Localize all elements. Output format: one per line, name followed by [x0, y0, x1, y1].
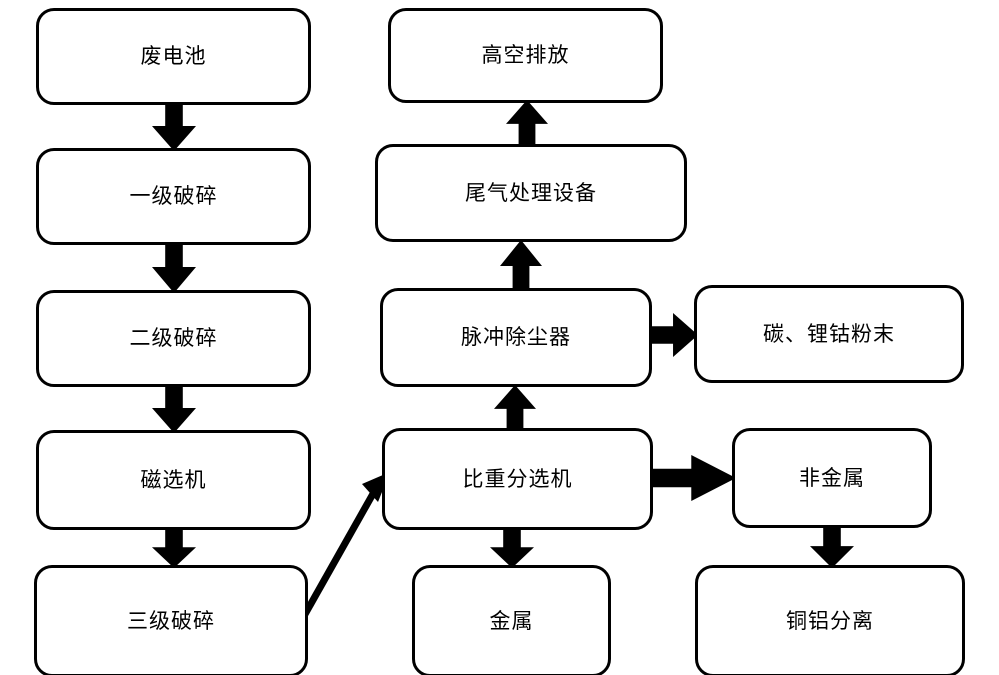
node-label-high-altitude-discharge: 高空排放 [481, 43, 570, 67]
node-label-carbon-licobalt-powder: 碳、锂钴粉末 [763, 321, 895, 346]
node-waste-battery[interactable]: 废电池 [36, 8, 311, 105]
node-label-exhaust-treatment: 尾气处理设备 [465, 180, 597, 205]
node-label-waste-battery: 废电池 [140, 44, 207, 68]
node-high-altitude-discharge[interactable]: 高空排放 [388, 8, 663, 103]
node-label-pulse-dust-collector: 脉冲除尘器 [461, 325, 571, 349]
arrow-gravity-separator-to-pulse-collector-icon [494, 385, 536, 431]
node-primary-crushing[interactable]: 一级破碎 [36, 148, 311, 245]
arrow-gravity-separator-to-non-metal-icon [650, 455, 736, 501]
arrow-non-metal-to-copper-aluminum-icon [810, 526, 854, 568]
node-pulse-dust-collector[interactable]: 脉冲除尘器 [380, 288, 652, 387]
arrow-primary-to-secondary-crushing-icon [152, 243, 196, 293]
node-label-gravity-separator: 比重分选机 [462, 466, 573, 491]
arrow-pulse-collector-to-exhaust-treatment-icon [500, 240, 542, 290]
arrow-exhaust-treatment-to-discharge-icon [506, 100, 548, 146]
arrow-gravity-separator-to-metal-icon [490, 528, 534, 568]
node-label-non-metal: 非金属 [799, 465, 865, 490]
node-label-copper-aluminum-separation: 铜铝分离 [786, 608, 874, 633]
arrow-waste-battery-to-primary-crushing-icon [152, 103, 196, 151]
node-carbon-licobalt-powder[interactable]: 碳、锂钴粉末 [694, 285, 964, 383]
node-tertiary-crushing[interactable]: 三级破碎 [34, 565, 308, 675]
node-label-metal: 金属 [489, 608, 534, 633]
arrow-magnetic-to-tertiary-crushing-icon [152, 528, 196, 568]
node-non-metal[interactable]: 非金属 [732, 428, 932, 528]
node-exhaust-treatment[interactable]: 尾气处理设备 [375, 144, 687, 242]
node-label-secondary-crushing: 二级破碎 [129, 326, 218, 350]
node-label-tertiary-crushing: 三级破碎 [127, 608, 215, 633]
node-copper-aluminum-separation[interactable]: 铜铝分离 [695, 565, 965, 675]
arrow-secondary-crushing-to-magnetic-icon [152, 385, 196, 433]
node-secondary-crushing[interactable]: 二级破碎 [36, 290, 311, 387]
node-label-primary-crushing: 一级破碎 [129, 184, 218, 208]
arrow-tertiary-crushing-to-gravity-separator-icon [300, 470, 392, 620]
node-label-magnetic-separator: 磁选机 [140, 467, 207, 492]
node-gravity-separator[interactable]: 比重分选机 [382, 428, 653, 530]
node-metal[interactable]: 金属 [412, 565, 611, 675]
node-magnetic-separator[interactable]: 磁选机 [36, 430, 311, 530]
arrow-pulse-collector-to-powder-icon [650, 313, 698, 357]
